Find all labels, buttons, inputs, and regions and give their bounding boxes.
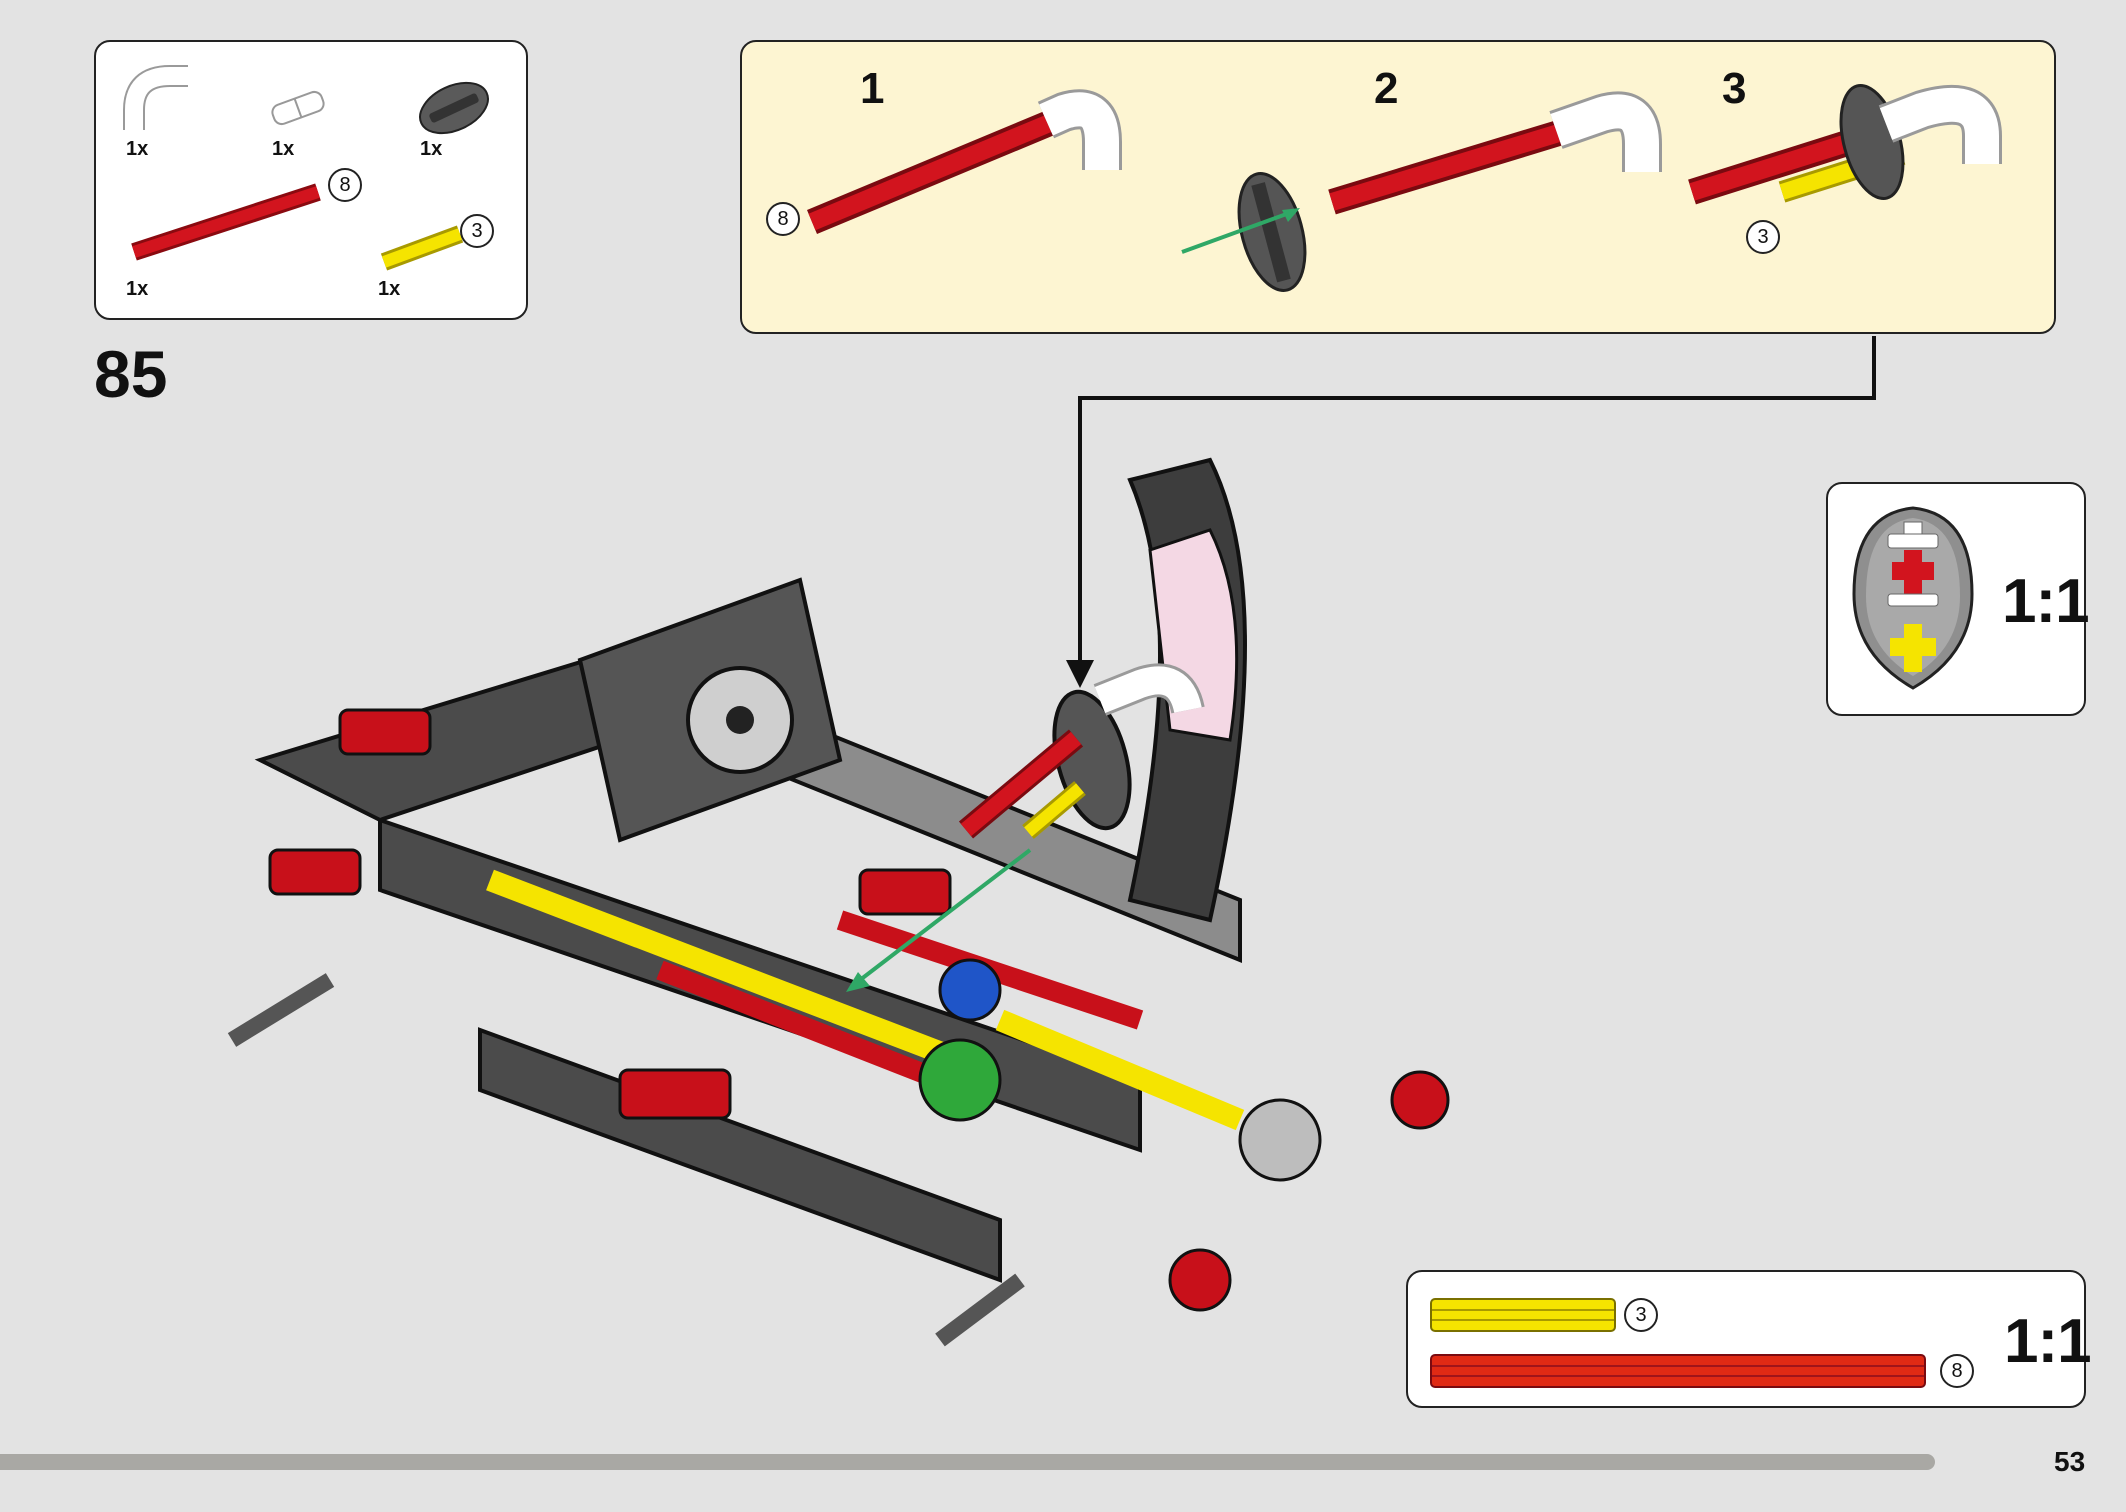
scale-callout-disk: 1:1 [1826,482,2090,716]
parts-qty-3: 1x [420,138,443,160]
yellow-axle-length-badge-1to1: 3 [1624,1298,1658,1332]
step-number: 85 [94,337,168,411]
main-model-illustration [227,457,1450,1347]
substep-2-illustration [1181,91,1662,292]
pipe-elbow-part [123,65,188,130]
gray-disk-part [419,81,489,135]
parts-qty-1: 1x [126,138,149,160]
substep-3-illustration [1688,84,2002,205]
red-axle-length-badge: 8 [328,168,362,202]
yellow-axle-length-badge: 3 [460,214,494,248]
pin-connector-part [271,90,325,126]
substep-2-number: 2 [1374,64,1399,113]
red-axle-part [131,183,321,261]
gray-disk-1to1-icon [1852,506,1974,690]
parts-qty-2: 1x [272,138,295,160]
substep-1-number: 1 [860,64,885,113]
substep-1-illustration [807,89,1122,234]
substep-1-length-badge: 8 [766,202,800,236]
page-progress-fill [0,1454,1935,1470]
disk-scale-ratio: 1:1 [2002,567,2090,636]
substep-3-number: 3 [1722,64,1747,113]
scale-callout-axles: 3 8 1:1 [1406,1270,2092,1408]
page-number: 53 [2054,1446,2086,1477]
axle-scale-ratio: 1:1 [2004,1307,2092,1376]
red-axle-1to1 [1430,1354,1926,1388]
yellow-axle-part [380,225,464,271]
subassembly-callout: 1 8 2 3 3 [740,40,2056,334]
yellow-axle-1to1 [1430,1298,1616,1332]
red-axle-length-badge-1to1: 8 [1940,1354,1974,1388]
parts-qty-4: 1x [126,278,149,300]
parts-list-panel: 1x 1x 1x 8 1x 3 1x [94,40,528,320]
substep-3-length-badge: 3 [1746,220,1780,254]
page-progress-track [0,1454,2026,1470]
parts-qty-5: 1x [378,278,401,300]
